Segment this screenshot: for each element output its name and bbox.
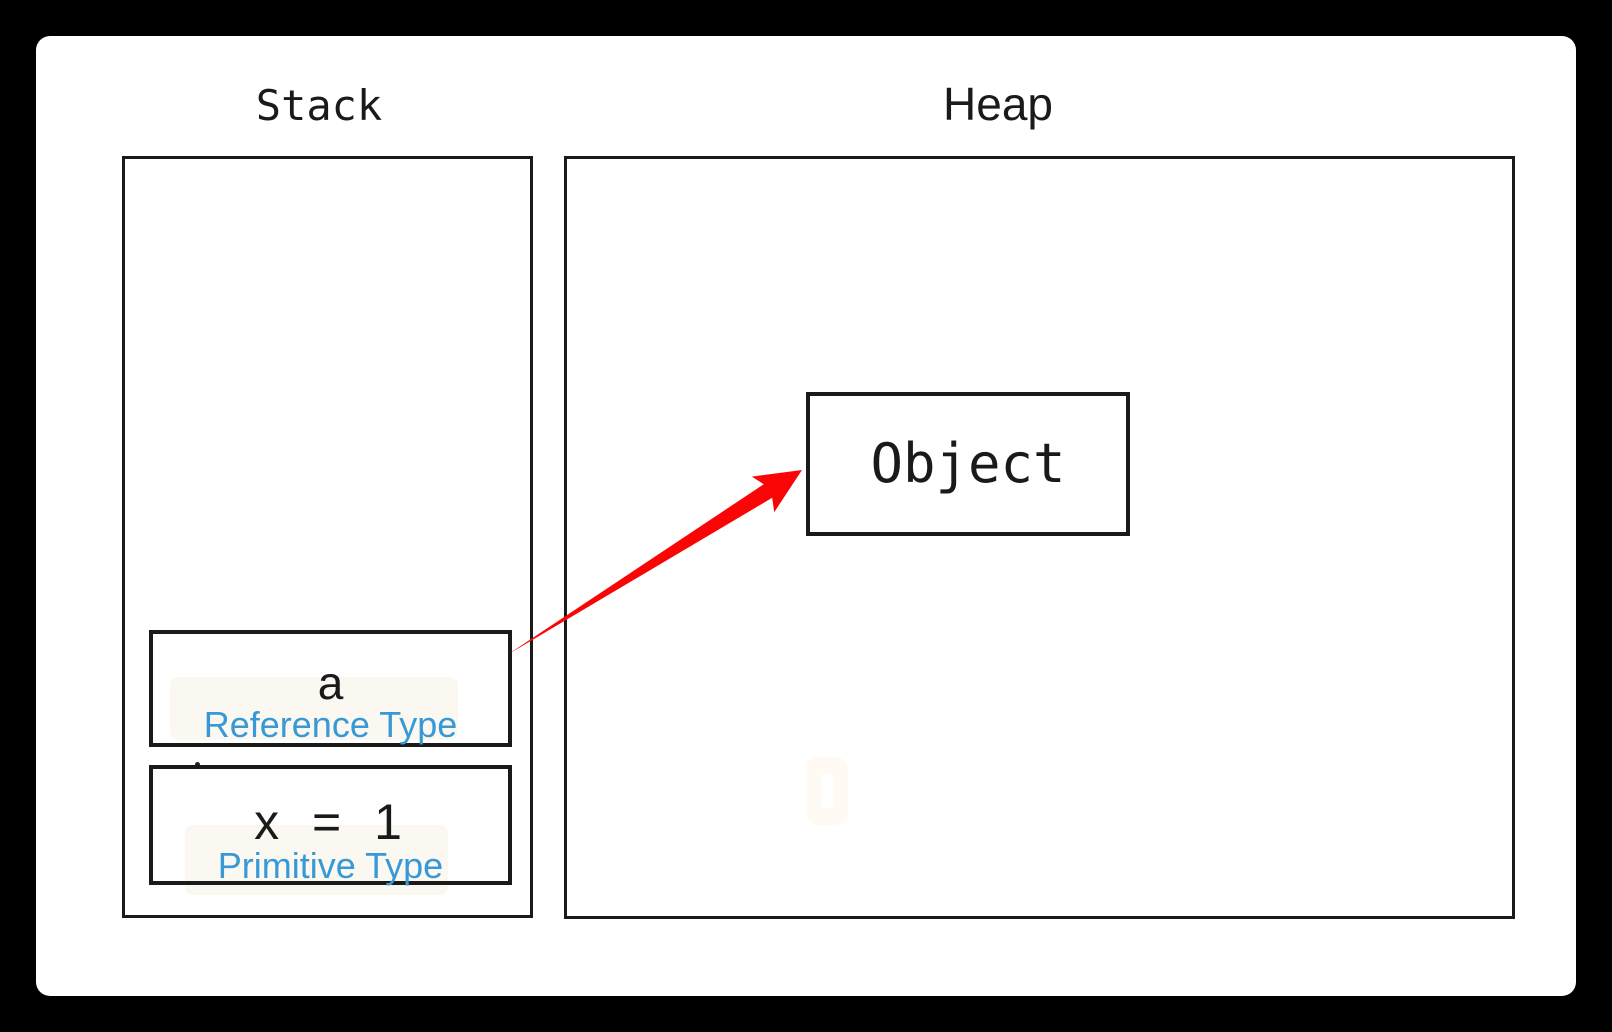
- stray-dot: [195, 762, 200, 767]
- stack-cell-primitive: x = 1 Primitive Type: [149, 765, 512, 885]
- erased-glyph-artifact: [806, 757, 848, 825]
- variable-name: x = 1: [254, 794, 407, 850]
- type-label: Reference Type: [203, 704, 458, 745]
- erased-glyph-inner: [821, 774, 833, 808]
- stack-title: Stack: [255, 81, 383, 130]
- text-backdrop: [170, 677, 458, 740]
- object-label: Object: [870, 432, 1066, 495]
- heap-object-box: Object: [806, 392, 1130, 536]
- heap-title: Heap: [943, 78, 1053, 130]
- diagram-canvas: Stack Heap a Reference Type x = 1 Primit…: [36, 36, 1576, 996]
- heap-container: [564, 156, 1515, 919]
- stack-cell-reference: a Reference Type: [149, 630, 512, 747]
- type-label: Primitive Type: [217, 845, 444, 886]
- variable-name: a: [317, 657, 344, 709]
